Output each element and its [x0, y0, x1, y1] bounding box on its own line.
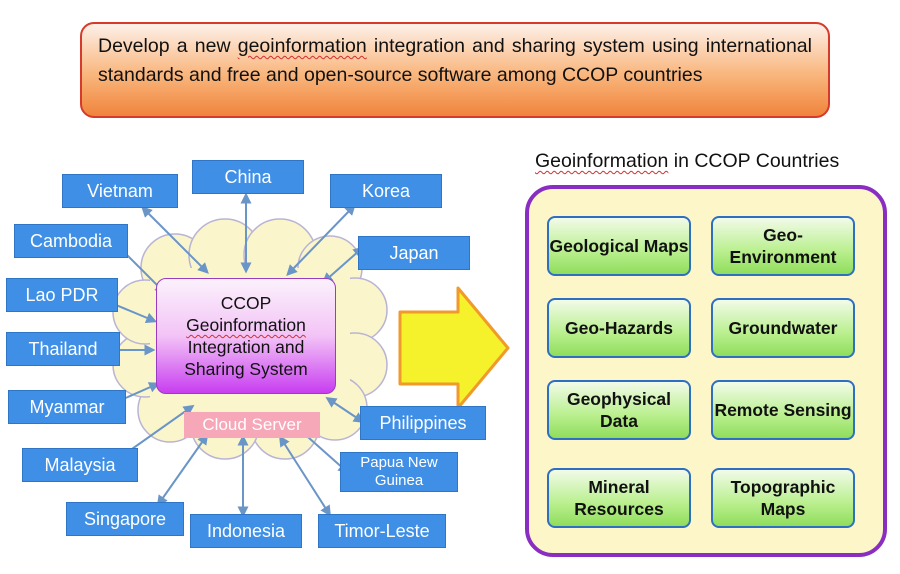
country-lao-pdr: Lao PDR: [6, 278, 118, 312]
geo-item-mineral-resources: Mineral Resources: [547, 468, 691, 528]
country-timor-leste: Timor-Leste: [318, 514, 446, 548]
ccop-system-box: CCOP Geoinformation Integration and Shar…: [156, 278, 336, 394]
cloud-server-label: Cloud Server: [184, 412, 320, 438]
banner-text-start: Develop a new: [98, 35, 238, 57]
country-korea: Korea: [330, 174, 442, 208]
geo-item-geo-hazards: Geo-Hazards: [547, 298, 691, 358]
country-papua-new-guinea: Papua New Guinea: [340, 452, 458, 492]
link-vietnam: [141, 206, 209, 274]
country-singapore: Singapore: [66, 502, 184, 536]
objective-banner: Develop a new geoinformation integration…: [80, 22, 830, 118]
country-myanmar: Myanmar: [8, 390, 126, 424]
banner-text-geoinformation: geoinformation: [237, 35, 367, 57]
link-timorleste: [279, 435, 331, 517]
big-right-arrow: [398, 286, 510, 410]
link-japan: [321, 246, 365, 284]
link-philippines: [325, 396, 365, 424]
geo-item-groundwater: Groundwater: [711, 298, 855, 358]
country-cambodia: Cambodia: [14, 224, 128, 258]
geoinformation-panel: Geological Maps Geo-Environment Geo-Haza…: [525, 185, 887, 557]
country-japan: Japan: [358, 236, 470, 270]
banner-text-end: integration and sharing system using int…: [98, 35, 812, 86]
country-indonesia: Indonesia: [190, 514, 302, 548]
geo-title-underlined: Geoinformation: [535, 150, 669, 172]
center-line-1: CCOP: [220, 293, 272, 313]
geo-item-geological-maps: Geological Maps: [547, 216, 691, 276]
link-singapore: [156, 433, 209, 507]
country-vietnam: Vietnam: [62, 174, 178, 208]
center-line-4: Sharing System: [184, 359, 308, 379]
center-line-3: Integration and: [187, 337, 305, 357]
geo-title-rest: in CCOP Countries: [668, 150, 840, 172]
geo-item-geophysical-data: Geophysical Data: [547, 380, 691, 440]
geo-panel-title: Geoinformation in CCOP Countries: [535, 150, 839, 173]
link-korea: [286, 204, 356, 276]
geo-item-geo-environment: Geo-Environment: [711, 216, 855, 276]
country-malaysia: Malaysia: [22, 448, 138, 482]
geo-item-topographic-maps: Topographic Maps: [711, 468, 855, 528]
center-line-2: Geoinformation: [186, 315, 306, 335]
country-philippines: Philippines: [360, 406, 486, 440]
geo-item-remote-sensing: Remote Sensing: [711, 380, 855, 440]
country-thailand: Thailand: [6, 332, 120, 366]
country-china: China: [192, 160, 304, 194]
